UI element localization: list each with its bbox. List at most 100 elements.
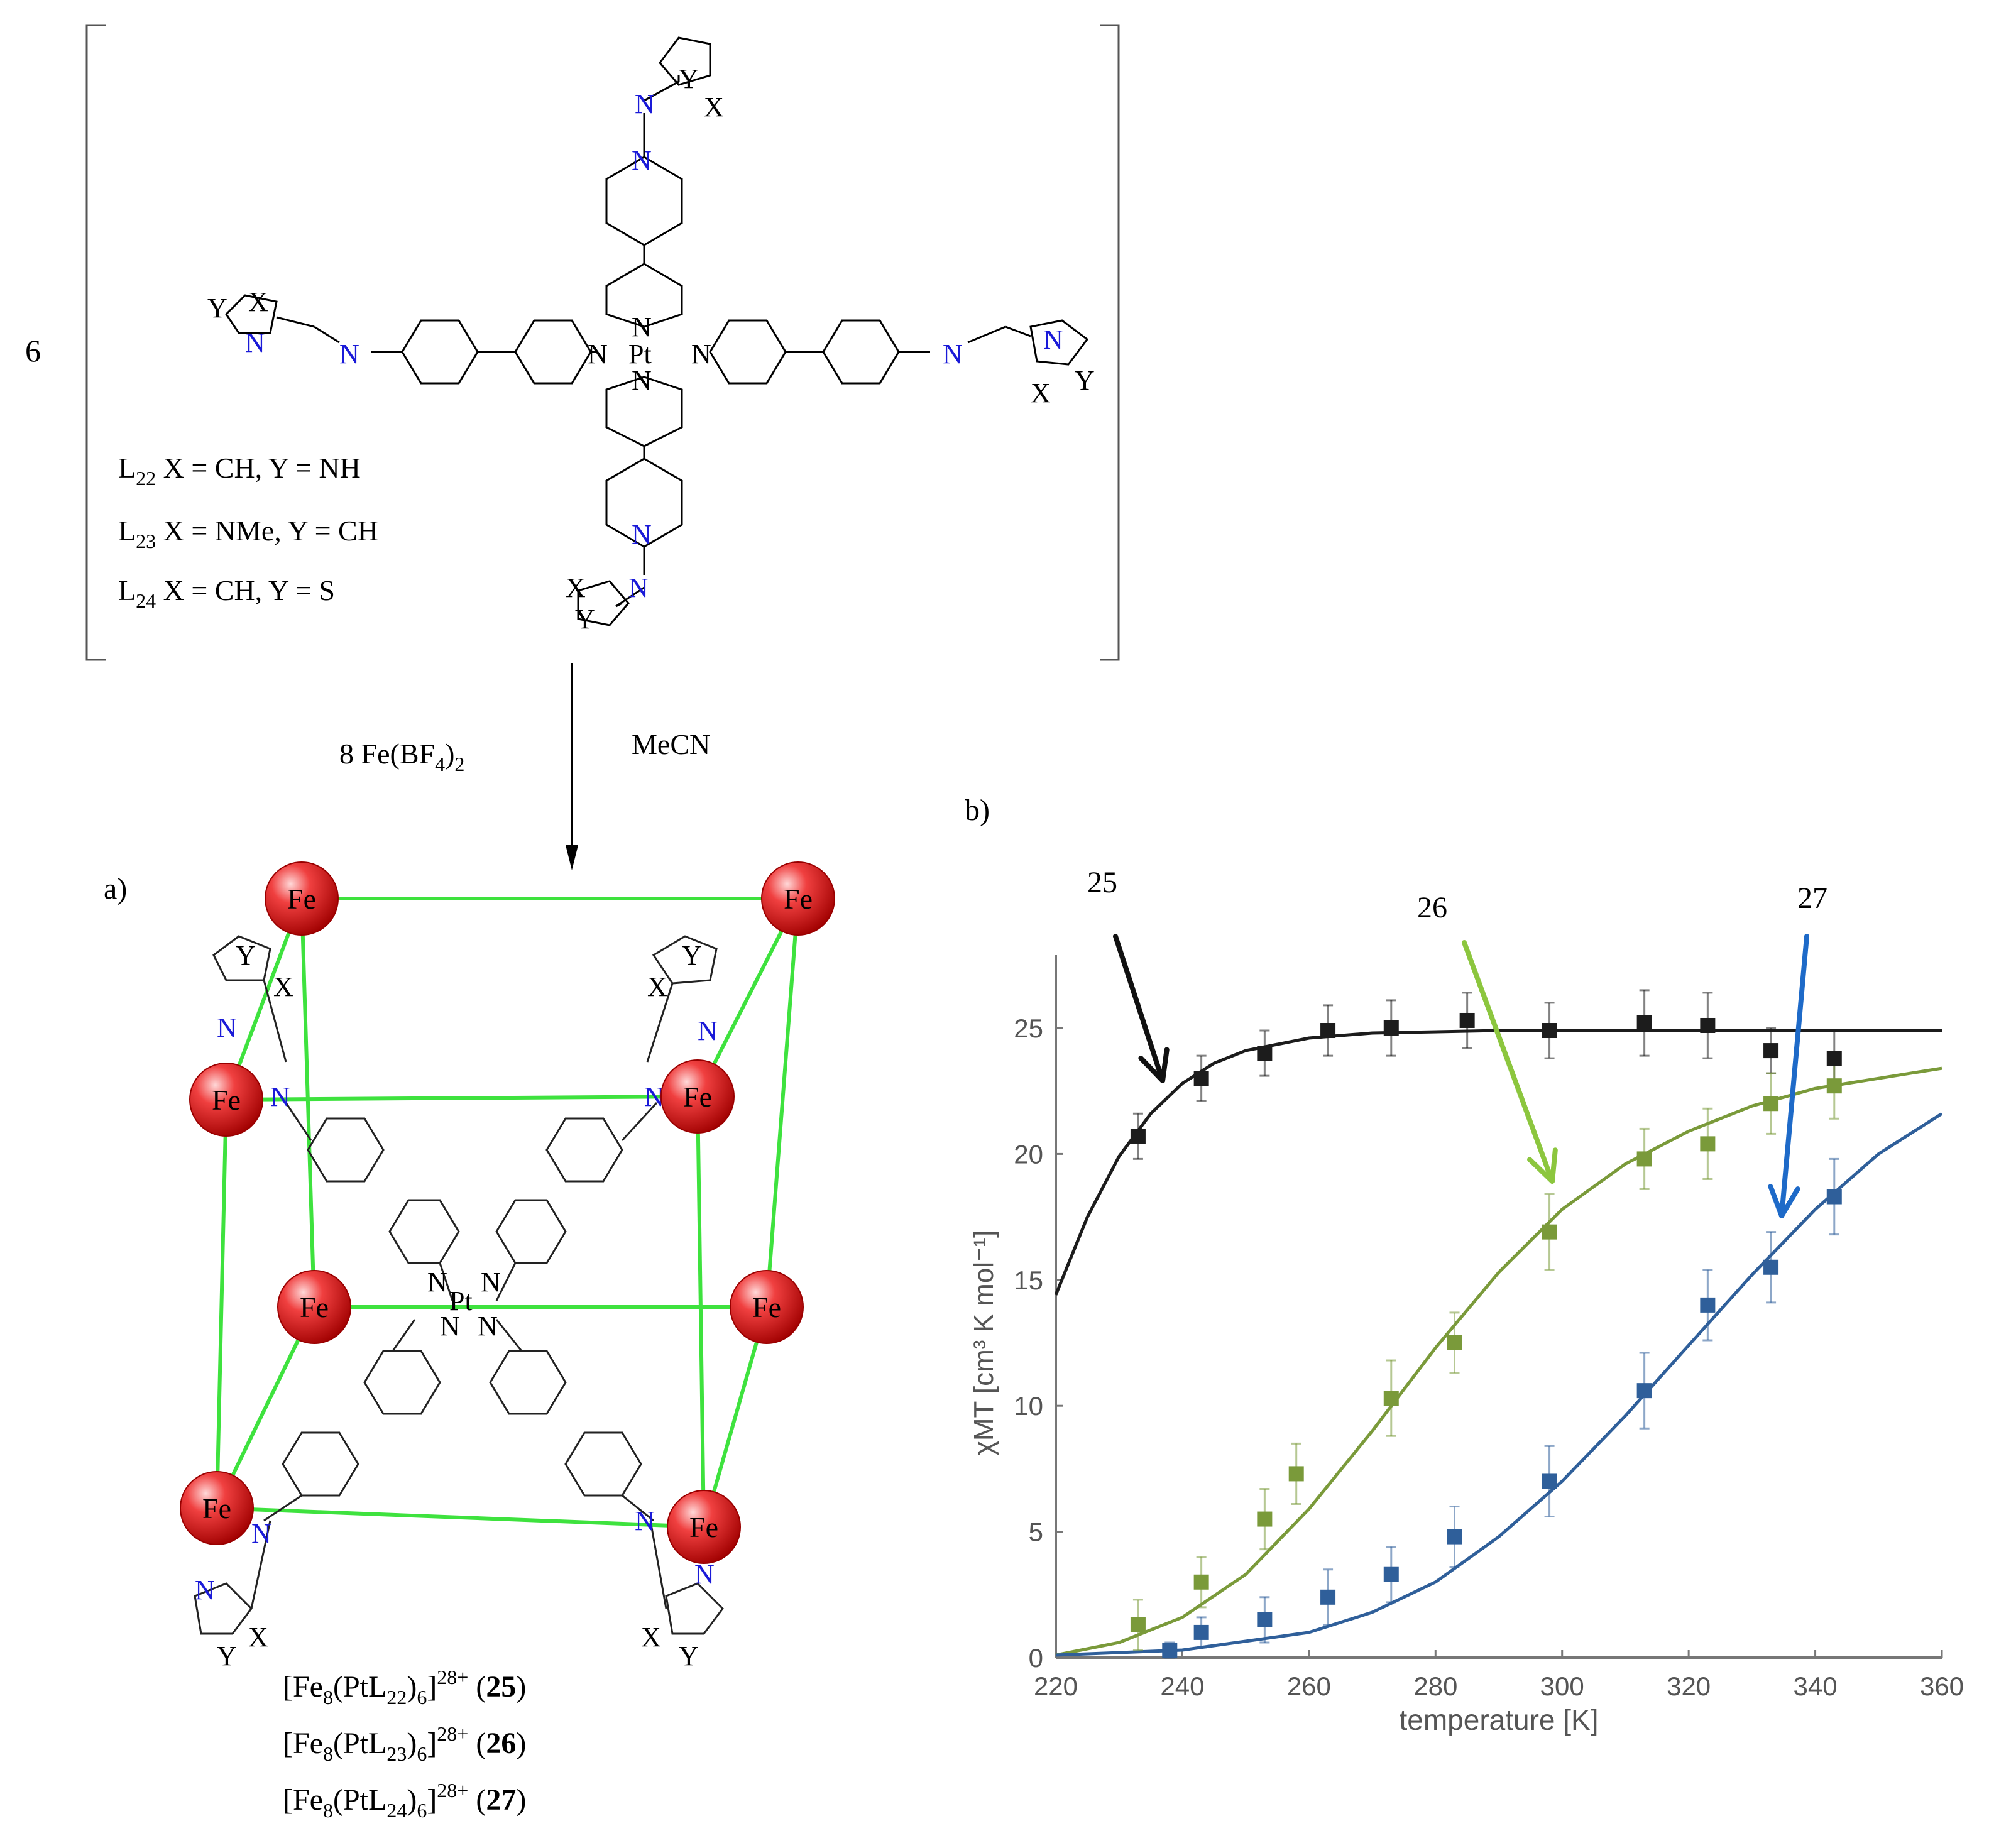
svg-text:N: N: [632, 519, 652, 550]
fe-node: Fe: [265, 861, 339, 936]
structure-atom-labels: Pt N N N N N N N N N Y X Y X N N X Y N X…: [207, 63, 1095, 635]
data-point-25: [1826, 1051, 1842, 1066]
data-point-25: [1320, 1023, 1336, 1039]
y-tick-label: 25: [1014, 1014, 1043, 1043]
cage-edge: [300, 898, 316, 1308]
reaction-arrowhead: [566, 845, 578, 870]
svg-text:X: X: [566, 572, 586, 603]
svg-text:Y: Y: [679, 63, 699, 94]
fe-sphere: [180, 1471, 254, 1545]
data-point-26: [1636, 1151, 1652, 1167]
fe-node: Fe: [761, 861, 835, 936]
data-point-27: [1320, 1589, 1336, 1605]
svg-text:X: X: [248, 1622, 268, 1653]
fe-sphere: [761, 861, 835, 936]
x-tick-label: 360: [1920, 1671, 1964, 1701]
data-point-26: [1700, 1136, 1716, 1152]
data-point-27: [1700, 1297, 1716, 1313]
svg-text:N: N: [691, 339, 711, 369]
svg-text:N: N: [427, 1267, 447, 1298]
chart-fit-curves: [1054, 1029, 1943, 1657]
svg-text:X: X: [1031, 378, 1051, 408]
fe-label: Fe: [287, 883, 316, 915]
svg-text:N: N: [195, 1575, 215, 1605]
data-point-26: [1826, 1078, 1842, 1094]
x-tick-label: 300: [1540, 1671, 1584, 1701]
svg-text:N: N: [635, 89, 655, 119]
fit-curve-27: [1055, 1112, 1943, 1657]
cage-edge: [215, 1099, 228, 1509]
annotation-arrowhead: [1768, 1184, 1800, 1218]
data-point-27: [1257, 1612, 1273, 1627]
svg-text:X: X: [248, 287, 268, 317]
solvent-label: MeCN: [632, 728, 710, 760]
product-formula-27: [Fe8(PtL24)6]28+ (27): [283, 1779, 526, 1822]
svg-text:N: N: [270, 1081, 290, 1112]
x-tick-label: 320: [1667, 1671, 1711, 1701]
ligand-legend: L22 X = CH, Y = NH L23 X = NMe, Y = CH L…: [118, 452, 378, 612]
data-point-27: [1542, 1473, 1557, 1489]
data-point-26: [1130, 1617, 1146, 1632]
cage-edge: [226, 1095, 698, 1102]
right-bracket: [1100, 24, 1120, 661]
svg-text:N: N: [698, 1015, 718, 1046]
left-bracket: [85, 24, 106, 661]
svg-text:Pt: Pt: [449, 1286, 473, 1316]
annotation-27: 27: [1797, 882, 1827, 915]
fe-node: Fe: [667, 1490, 741, 1564]
panel-b-label: b): [965, 794, 990, 827]
fit-curve-26: [1055, 1066, 1942, 1657]
y-tick-label: 0: [1029, 1643, 1043, 1673]
annotation-26: 26: [1417, 891, 1447, 924]
svg-text:Y: Y: [575, 604, 595, 635]
x-axis-label: temperature [K]: [1399, 1703, 1598, 1736]
fe-label: Fe: [202, 1492, 231, 1524]
data-point-25: [1542, 1023, 1557, 1039]
svg-text:N: N: [628, 572, 649, 603]
cage-edges: [215, 897, 800, 1529]
svg-text:N: N: [481, 1267, 501, 1298]
product-formula-25: [Fe8(PtL22)6]28+ (25): [283, 1666, 526, 1709]
svg-text:N: N: [635, 1506, 655, 1536]
data-point-27: [1636, 1383, 1652, 1399]
annotation-arrow: [1779, 934, 1809, 1218]
reagent-label: 8 Fe(BF4)2: [339, 738, 464, 775]
cage-edge: [216, 1506, 704, 1529]
svg-text:X: X: [647, 971, 667, 1002]
fe-node: Fe: [189, 1063, 263, 1137]
data-point-27: [1162, 1642, 1178, 1658]
fe-label: Fe: [683, 1081, 712, 1113]
data-point-25: [1700, 1017, 1716, 1033]
fe-sphere: [277, 1270, 351, 1344]
data-point-27: [1193, 1624, 1209, 1640]
svg-text:N: N: [245, 327, 265, 358]
svg-text:Y: Y: [236, 940, 256, 971]
svg-text:N: N: [943, 339, 963, 369]
fe-node: Fe: [180, 1471, 254, 1545]
panel-a-label: a): [104, 872, 127, 905]
cage-edge: [215, 1306, 316, 1509]
ligand-label-l22: L22 X = CH, Y = NH: [118, 452, 361, 489]
data-point-26: [1288, 1466, 1304, 1482]
svg-text:Pt: Pt: [628, 339, 652, 369]
fe-sphere: [730, 1270, 804, 1344]
fe-label: Fe: [300, 1291, 329, 1323]
chart-axes: [1055, 955, 1943, 1659]
y-tick-label: 5: [1029, 1517, 1043, 1547]
data-point-26: [1542, 1224, 1557, 1240]
annotation-arrowhead: [1138, 1047, 1170, 1083]
data-point-26: [1257, 1511, 1273, 1527]
svg-text:Y: Y: [679, 1641, 699, 1671]
svg-text:N: N: [440, 1311, 460, 1342]
y-tick-label: 15: [1014, 1266, 1043, 1295]
svg-text:N: N: [251, 1518, 271, 1549]
data-point-25: [1193, 1071, 1209, 1086]
svg-text:N: N: [694, 1559, 715, 1590]
ligand-label-l23: L23 X = NMe, Y = CH: [118, 515, 378, 552]
annotation-arrow: [1462, 940, 1555, 1184]
fe-sphere: [189, 1063, 263, 1137]
x-tick-label: 260: [1287, 1671, 1331, 1701]
product-formula-26: [Fe8(PtL23)6]28+ (26): [283, 1722, 526, 1765]
